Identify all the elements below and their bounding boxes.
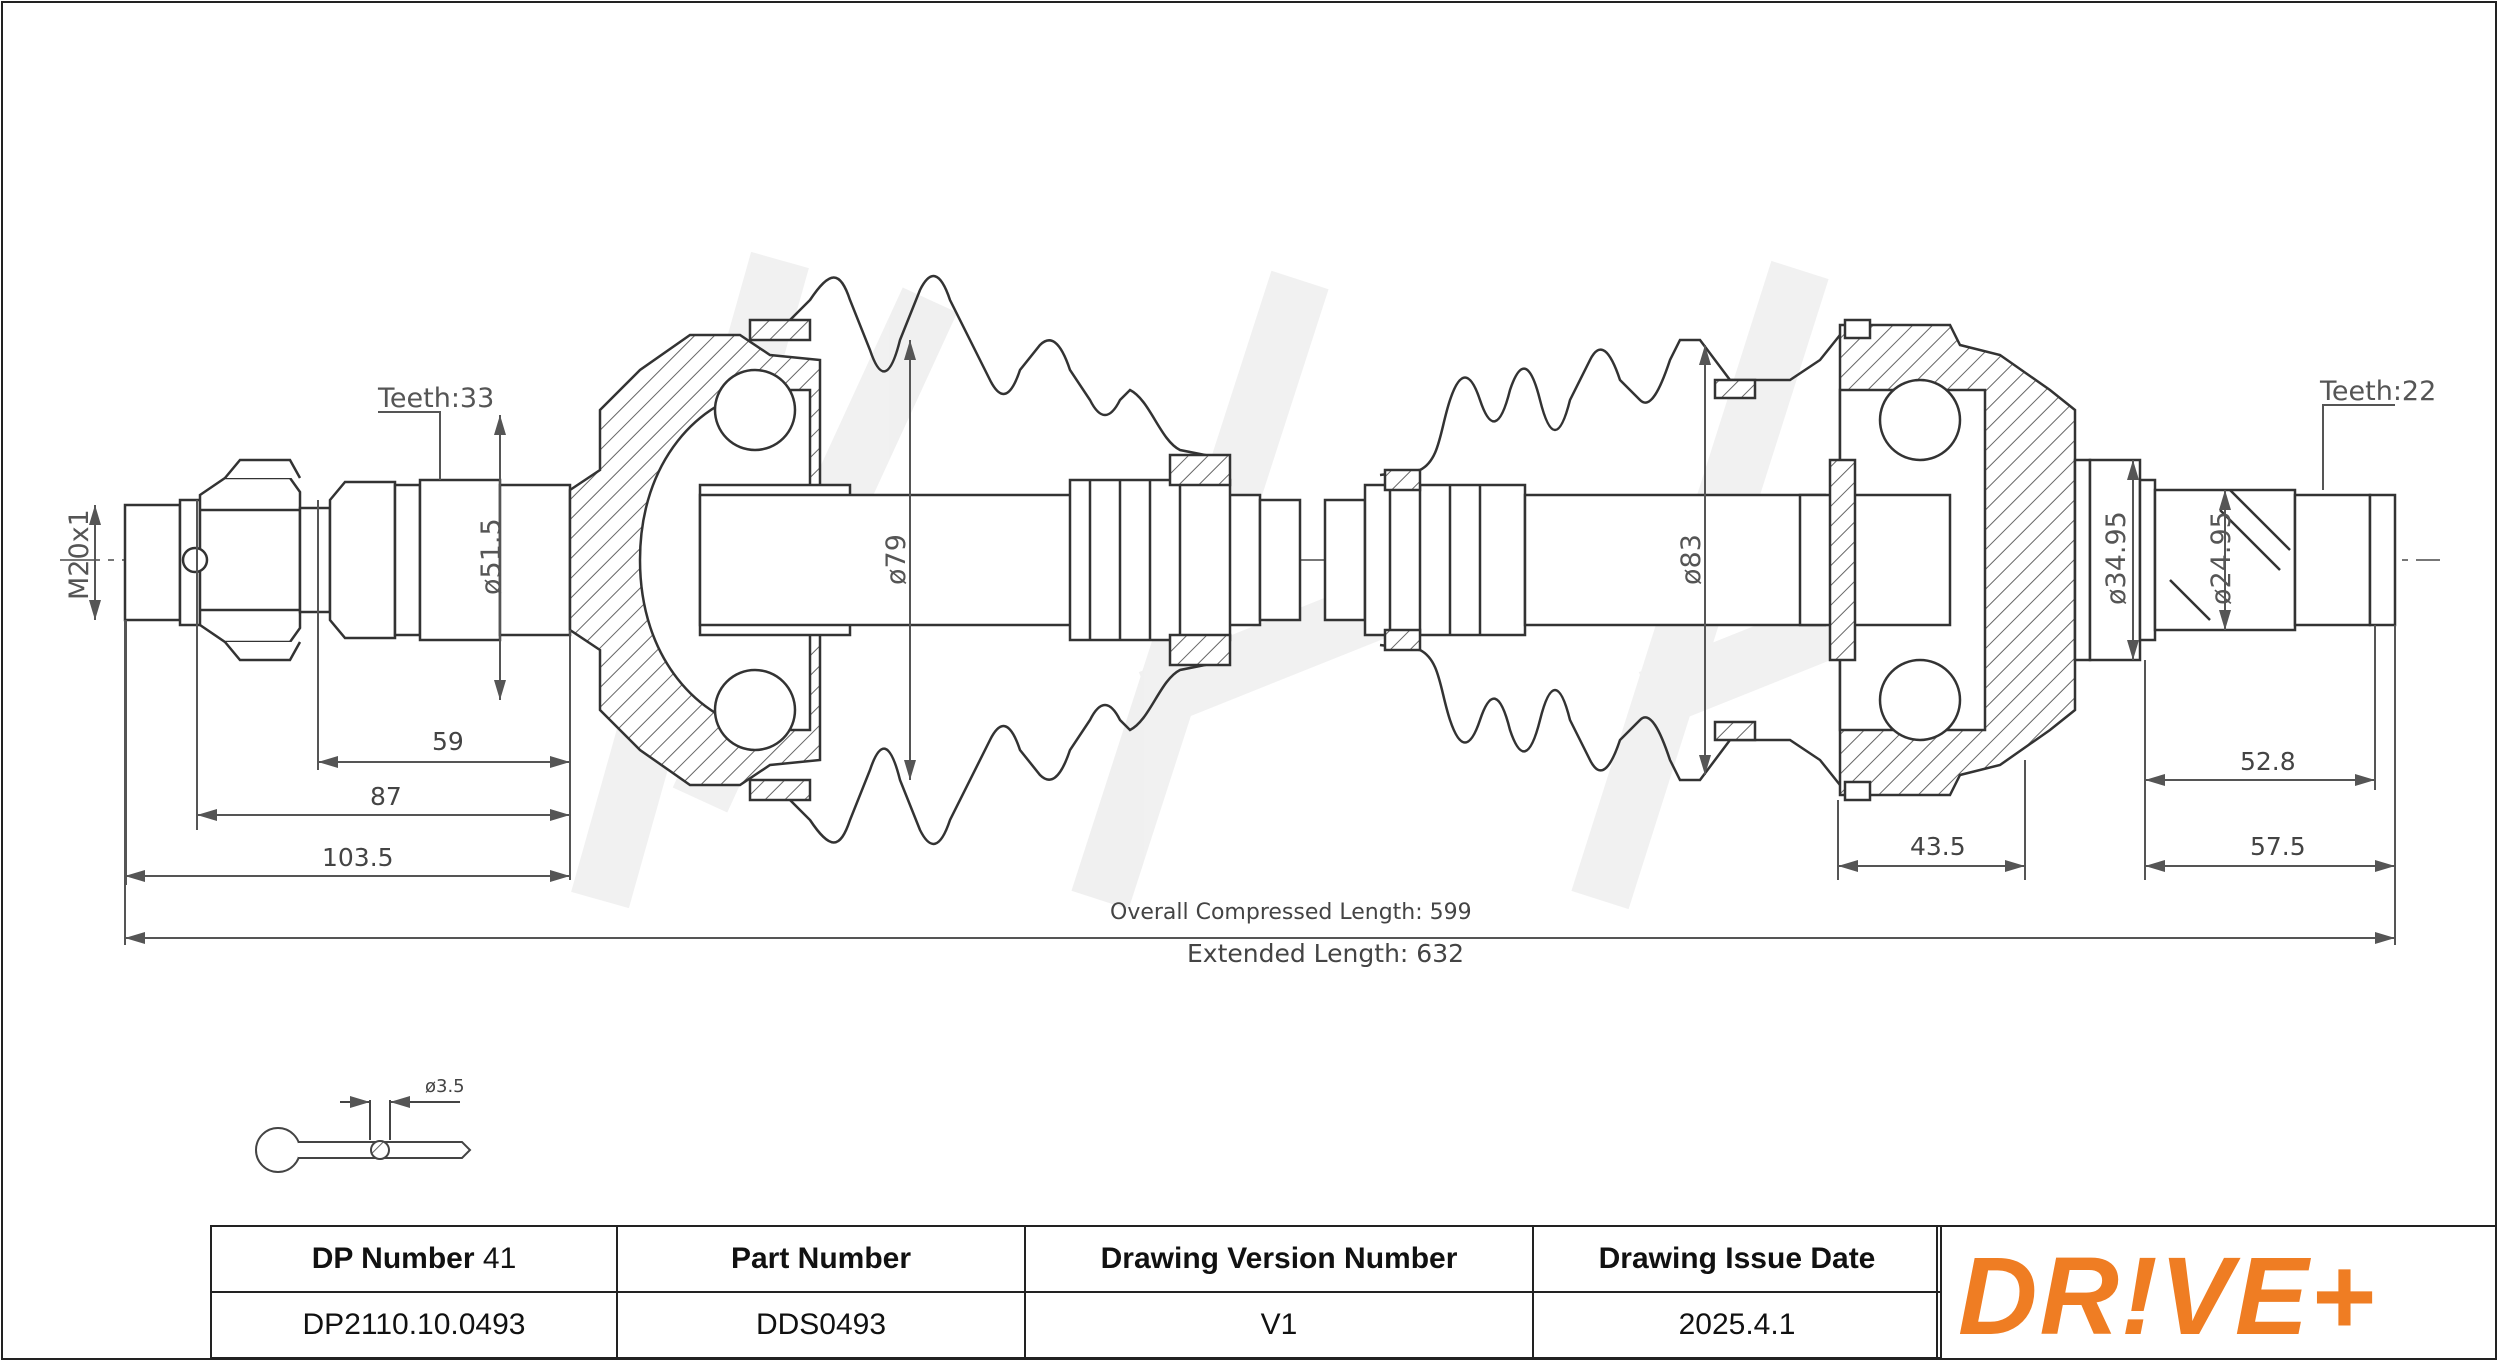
issue-date-header: Drawing Issue Date (1532, 1225, 1942, 1293)
version-header: Drawing Version Number (1024, 1225, 1534, 1293)
logo-cell: DR!VE+ (1936, 1225, 2496, 1359)
right-boot (1379, 334, 1841, 786)
left-dimensions (124, 500, 2395, 945)
right-dimensions (1837, 625, 2396, 945)
right-tripod-joint (1798, 318, 2077, 802)
left-boot (748, 275, 1232, 845)
dim-extended: Extended Length: 632 (1187, 939, 1464, 968)
teeth-leaders (378, 404, 2395, 490)
dia-83-label: ø83 (1676, 534, 1707, 585)
dp-number-header: DP Number 41 (210, 1225, 618, 1293)
brand-logo: DR!VE+ (1958, 1235, 2377, 1358)
dia-24-95-label: ø24.95 (2206, 511, 2237, 605)
version-value: V1 (1024, 1291, 1534, 1359)
dim-59: 59 (432, 727, 464, 756)
issue-date-value: 2025.4.1 (1532, 1291, 1942, 1359)
dim-87: 87 (370, 782, 402, 811)
teeth-right-label: Teeth:22 (2319, 376, 2436, 407)
dim-57-5: 57.5 (2250, 832, 2306, 861)
dim-43-5: 43.5 (1910, 832, 1966, 861)
part-number-value: DDS0493 (616, 1291, 1026, 1359)
thread-label: M20x1 (64, 509, 95, 600)
dia-34-95-label: ø34.95 (2101, 511, 2132, 605)
dp-number-suffix: 41 (482, 1242, 517, 1275)
dim-52-8: 52.8 (2240, 747, 2296, 776)
dia-3-5-label: ø3.5 (425, 1076, 465, 1097)
dia-51-5-label: ø51.5 (476, 518, 507, 595)
title-block: DP Number 41 Part Number Drawing Version… (210, 1225, 1942, 1359)
main-shaft (698, 478, 1827, 642)
dim-overall-compressed: Overall Compressed Length: 599 (1110, 900, 1472, 925)
dp-number-label: DP Number (311, 1242, 475, 1275)
left-stub (123, 458, 572, 662)
part-number-header: Part Number (616, 1225, 1026, 1293)
dim-103-5: 103.5 (322, 843, 394, 872)
dia-79-label: ø79 (881, 534, 912, 585)
dp-number-value: DP2110.10.0493 (210, 1291, 618, 1359)
cotter-pin-detail (255, 1096, 472, 1173)
teeth-left-label: Teeth:33 (377, 383, 494, 414)
right-stub (2073, 458, 2397, 662)
